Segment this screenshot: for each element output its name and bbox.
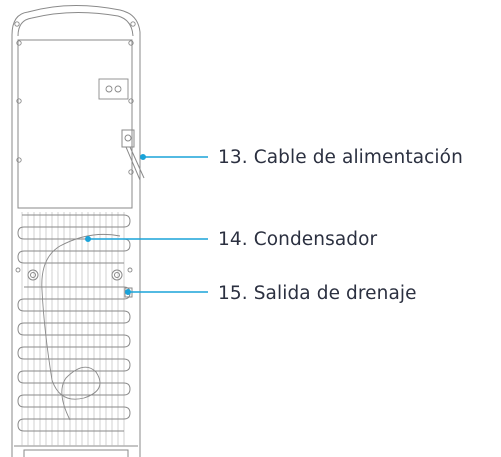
leader-dot-14 xyxy=(85,236,92,243)
power-cord xyxy=(121,129,145,181)
dispenser-body xyxy=(11,5,141,457)
leader-lines xyxy=(85,154,208,295)
condenser-coil xyxy=(17,212,133,446)
leader-dot-13 xyxy=(140,154,147,161)
screws xyxy=(14,21,136,273)
leader-dot-15 xyxy=(125,288,132,295)
callout-label-drain-outlet: 15. Salida de drenaje xyxy=(218,283,417,304)
rating-plate xyxy=(98,78,129,100)
callout-label-condenser: 14. Condensador xyxy=(218,229,378,250)
callout-label-power-cord: 13. Cable de alimentación xyxy=(218,147,463,168)
condenser-fins xyxy=(21,212,125,446)
